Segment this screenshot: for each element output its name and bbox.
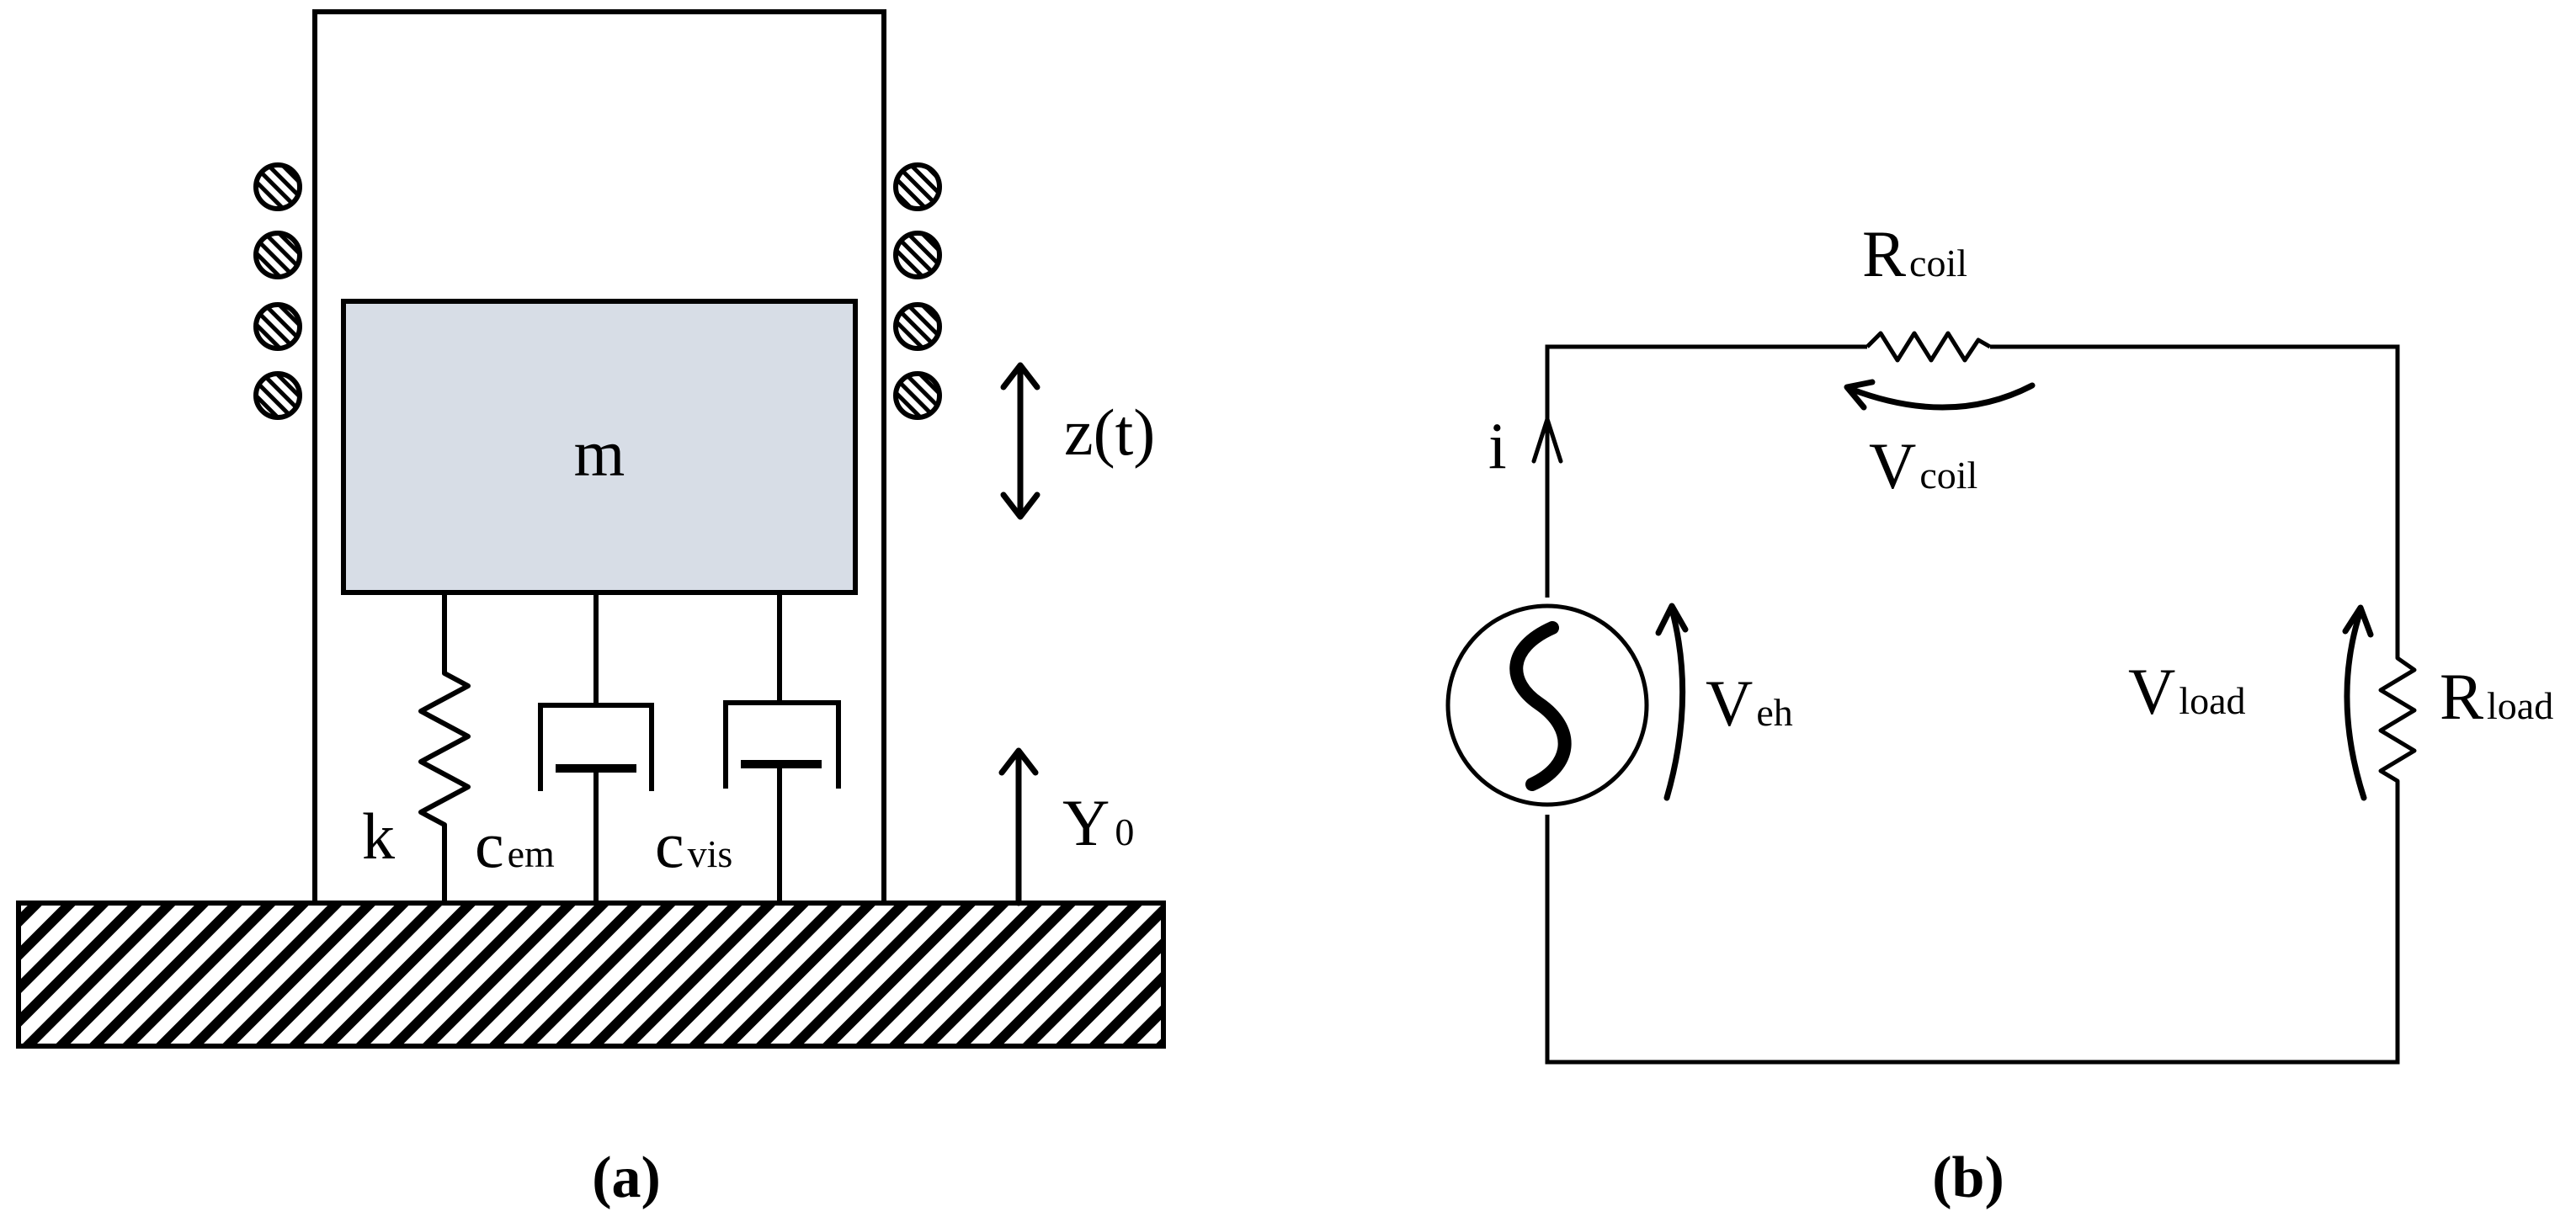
- damper-vis-label: cvis: [655, 808, 732, 881]
- damper-em: [538, 594, 654, 903]
- displacement-arrow: [1000, 362, 1041, 520]
- coil-voltage-label: Vcoil: [1869, 429, 1977, 502]
- damper-vis: [723, 594, 841, 903]
- current-arrow: [1531, 417, 1563, 464]
- mass-label: m: [574, 417, 625, 490]
- coil-voltage-arrow: [1844, 379, 2036, 411]
- source-voltage-arrow: [1655, 603, 1689, 801]
- load-resistor-label: Rload: [2440, 660, 2553, 733]
- coil-resistor-label: Rcoil: [1862, 217, 1967, 290]
- caption-a: (a): [592, 1145, 661, 1210]
- ac-voltage-source: [1445, 603, 1649, 807]
- load-resistor: [2378, 604, 2417, 806]
- ground-base: [16, 901, 1166, 1049]
- coil-windings-right: [893, 162, 942, 420]
- circuit-wires: [1545, 344, 2400, 1065]
- coil-windings-left: [253, 162, 302, 420]
- spring-label: k: [362, 800, 395, 873]
- coil-resistor: [1865, 331, 1992, 363]
- caption-b: (b): [1932, 1145, 2004, 1210]
- panel-b-circuit: Rcoil Vcoil i Veh Rload: [1445, 217, 2553, 1210]
- base-excitation-arrow: [998, 747, 1039, 906]
- mass-block: [341, 299, 858, 595]
- displacement-label: z(t): [1064, 396, 1155, 469]
- source-voltage-label: Veh: [1706, 667, 1793, 740]
- panel-a-mechanical-model: m k cem cvis z(t): [16, 9, 1166, 1210]
- load-voltage-arrow: [2342, 604, 2374, 801]
- current-label: i: [1488, 409, 1507, 482]
- housing-frame: [312, 9, 886, 906]
- spring-k: [418, 594, 471, 903]
- damper-em-label: cem: [475, 808, 555, 881]
- load-voltage-label: Vload: [2128, 655, 2246, 728]
